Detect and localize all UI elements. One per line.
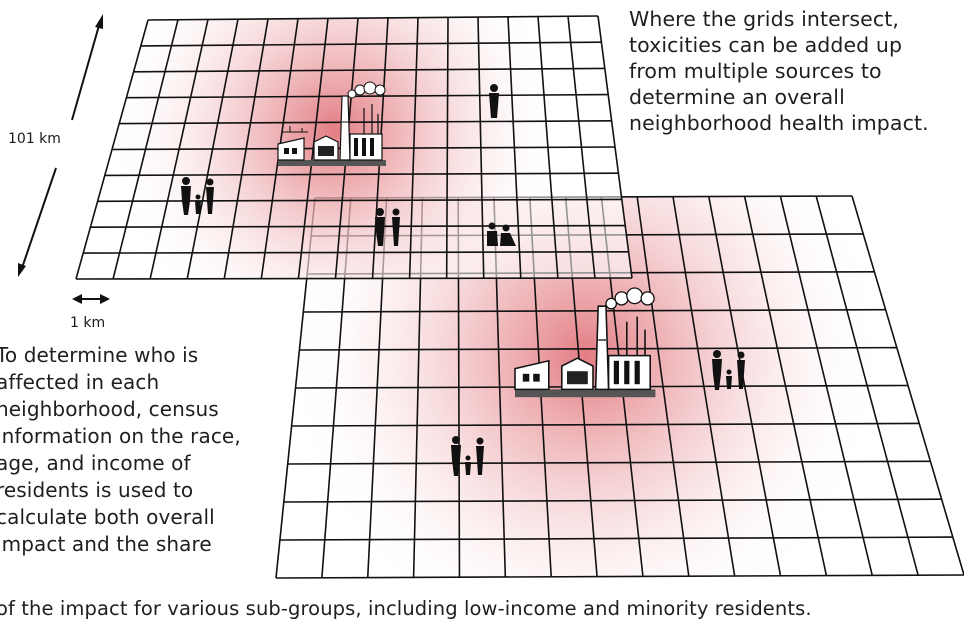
family-icon xyxy=(375,208,400,246)
grid-a-line xyxy=(90,224,626,228)
scale-label-small: 1 km xyxy=(70,315,106,331)
intersection-note: Where the grids intersect, toxicities ca… xyxy=(629,6,929,136)
intersection-note-line: toxicities can be added up xyxy=(629,33,903,57)
intersection-note-line: neighborhood health impact. xyxy=(629,111,929,135)
grid-b-line xyxy=(287,460,931,465)
grid-a-line xyxy=(133,67,605,73)
intersection-note-line: determine an overall xyxy=(629,85,845,109)
census-note-line: impact and the share xyxy=(0,532,212,556)
grid-a-line xyxy=(119,120,612,125)
census-note-line: residents is used to xyxy=(0,478,194,502)
grid-b-line xyxy=(291,422,920,427)
person-icon xyxy=(489,84,499,118)
family-icon xyxy=(451,436,484,476)
double-arrow-icon xyxy=(18,14,103,277)
grid-a-line xyxy=(140,41,602,47)
census-note-line: To determine who is xyxy=(0,343,199,367)
grid-b-line xyxy=(283,498,942,503)
census-note-line: information on the race, xyxy=(0,424,241,448)
census-note-line: neighborhood, census xyxy=(0,397,219,421)
double-arrow-icon xyxy=(72,294,110,304)
grid-a-line xyxy=(104,172,619,177)
grid-b-line xyxy=(279,536,953,541)
census-note-line: affected in each xyxy=(0,370,160,394)
factory-icon xyxy=(277,81,386,166)
family-icon xyxy=(487,222,516,246)
grid-a-line xyxy=(83,251,629,254)
census-note: To determine who is affected in each nei… xyxy=(0,342,241,558)
grid-a-line xyxy=(75,277,633,280)
factory-icon xyxy=(514,287,656,398)
intersection-note-line: from multiple sources to xyxy=(629,59,882,83)
grid-a-line xyxy=(126,93,609,99)
census-note-line: age, and income of xyxy=(0,451,191,475)
intersection-note-line: Where the grids intersect, xyxy=(629,7,899,31)
family-icon xyxy=(181,177,214,215)
census-note-last-line: of the impact for various sub-groups, in… xyxy=(0,597,812,620)
scale-label-large: 101 km xyxy=(8,131,61,147)
grid-a-line xyxy=(147,15,599,21)
family-icon xyxy=(712,350,745,390)
grid-b-line xyxy=(303,308,886,313)
grid-b-line xyxy=(275,574,964,579)
census-note-line: calculate both overall xyxy=(0,505,215,529)
